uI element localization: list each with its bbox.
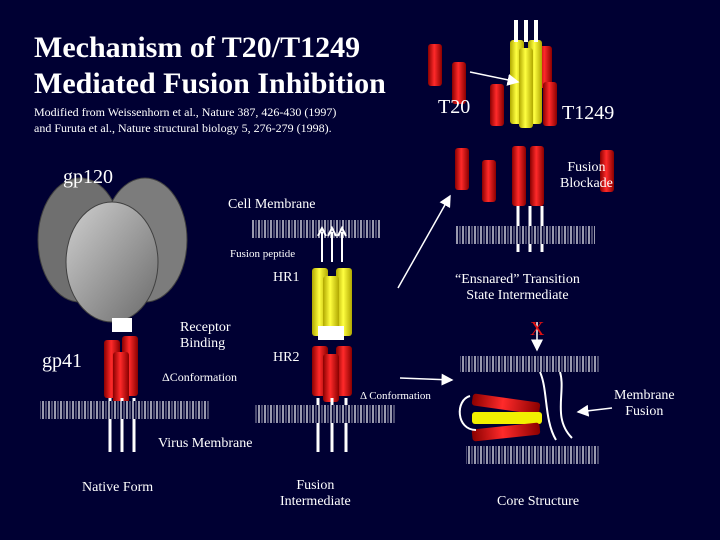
membrane-fusion-line-2: Fusion — [625, 404, 664, 419]
label-fusion-peptide: Fusion peptide — [230, 248, 296, 260]
label-membrane-fusion: Membrane Fusion — [614, 388, 675, 420]
core-structure-helices — [458, 371, 573, 442]
label-native-form: Native Form — [82, 480, 154, 495]
membrane-fusion-arrow — [576, 404, 613, 417]
cell-membrane-bar — [252, 220, 380, 238]
reference-line-1: Modified from Weissenhorn et al., Nature… — [34, 105, 337, 119]
fusion-intermediate-helices — [312, 268, 352, 452]
virus-membrane-native — [40, 401, 210, 419]
label-conformation-2: Δ Conformation — [360, 390, 431, 402]
membrane-fusion-line-1: Membrane — [614, 388, 675, 403]
label-hr1: HR1 — [273, 270, 300, 285]
title-line-1: Mechanism of T20/T1249 — [34, 31, 361, 64]
title-line-2: Mediated Fusion Inhibition — [34, 67, 386, 100]
reference-line-2: and Furuta et al., Nature structural bio… — [34, 121, 332, 135]
native-form-gp41 — [104, 318, 138, 452]
t20-binding-arrow — [469, 71, 520, 86]
gp120-subunits — [37, 177, 188, 323]
label-fusion-intermediate: Fusion Intermediate — [280, 478, 351, 510]
fusion-peptide-arrows — [317, 225, 347, 262]
receptor-binding-line-2: Binding — [180, 336, 226, 351]
label-receptor-binding: Receptor Binding — [180, 320, 231, 352]
label-gp120: gp120 — [63, 166, 113, 188]
page-title: Mechanism of T20/T1249 Mediated Fusion I… — [34, 30, 386, 102]
to-blockade-arrow — [397, 194, 451, 289]
label-virus-membrane: Virus Membrane — [158, 436, 253, 451]
label-core-structure: Core Structure — [497, 494, 580, 509]
label-fusion-blockade: Fusion Blockade — [560, 160, 613, 192]
virus-membrane-intermediate — [255, 405, 395, 423]
label-hr2: HR2 — [273, 350, 300, 365]
label-ensnared-state: “Ensnared” Transition State Intermediate — [455, 272, 580, 304]
ensnared-line-2: State Intermediate — [466, 288, 569, 303]
label-conformation-1: ΔConformation — [162, 370, 238, 384]
label-gp41: gp41 — [42, 350, 82, 372]
fusion-blockade-line-1: Fusion — [567, 160, 606, 175]
label-x-mark: X — [530, 318, 545, 340]
label-t20: T20 — [438, 96, 471, 118]
fusion-blockade-complex — [510, 20, 544, 252]
fusion-intermediate-line-2: Intermediate — [280, 494, 351, 509]
t20-peptides — [428, 44, 504, 202]
conformation-arrow — [399, 373, 454, 386]
core-top-membrane — [460, 356, 600, 372]
fusion-intermediate-line-1: Fusion — [296, 478, 335, 493]
fusion-blockade-line-2: Blockade — [560, 176, 613, 191]
blockade-membrane — [455, 226, 595, 244]
receptor-binding-line-1: Receptor — [180, 320, 231, 335]
core-bottom-membrane — [466, 446, 600, 464]
label-t1249: T1249 — [562, 102, 615, 124]
ensnared-line-1: “Ensnared” Transition — [455, 272, 580, 287]
reference-citation: Modified from Weissenhorn et al., Nature… — [34, 104, 336, 136]
label-cell-membrane: Cell Membrane — [228, 197, 316, 212]
